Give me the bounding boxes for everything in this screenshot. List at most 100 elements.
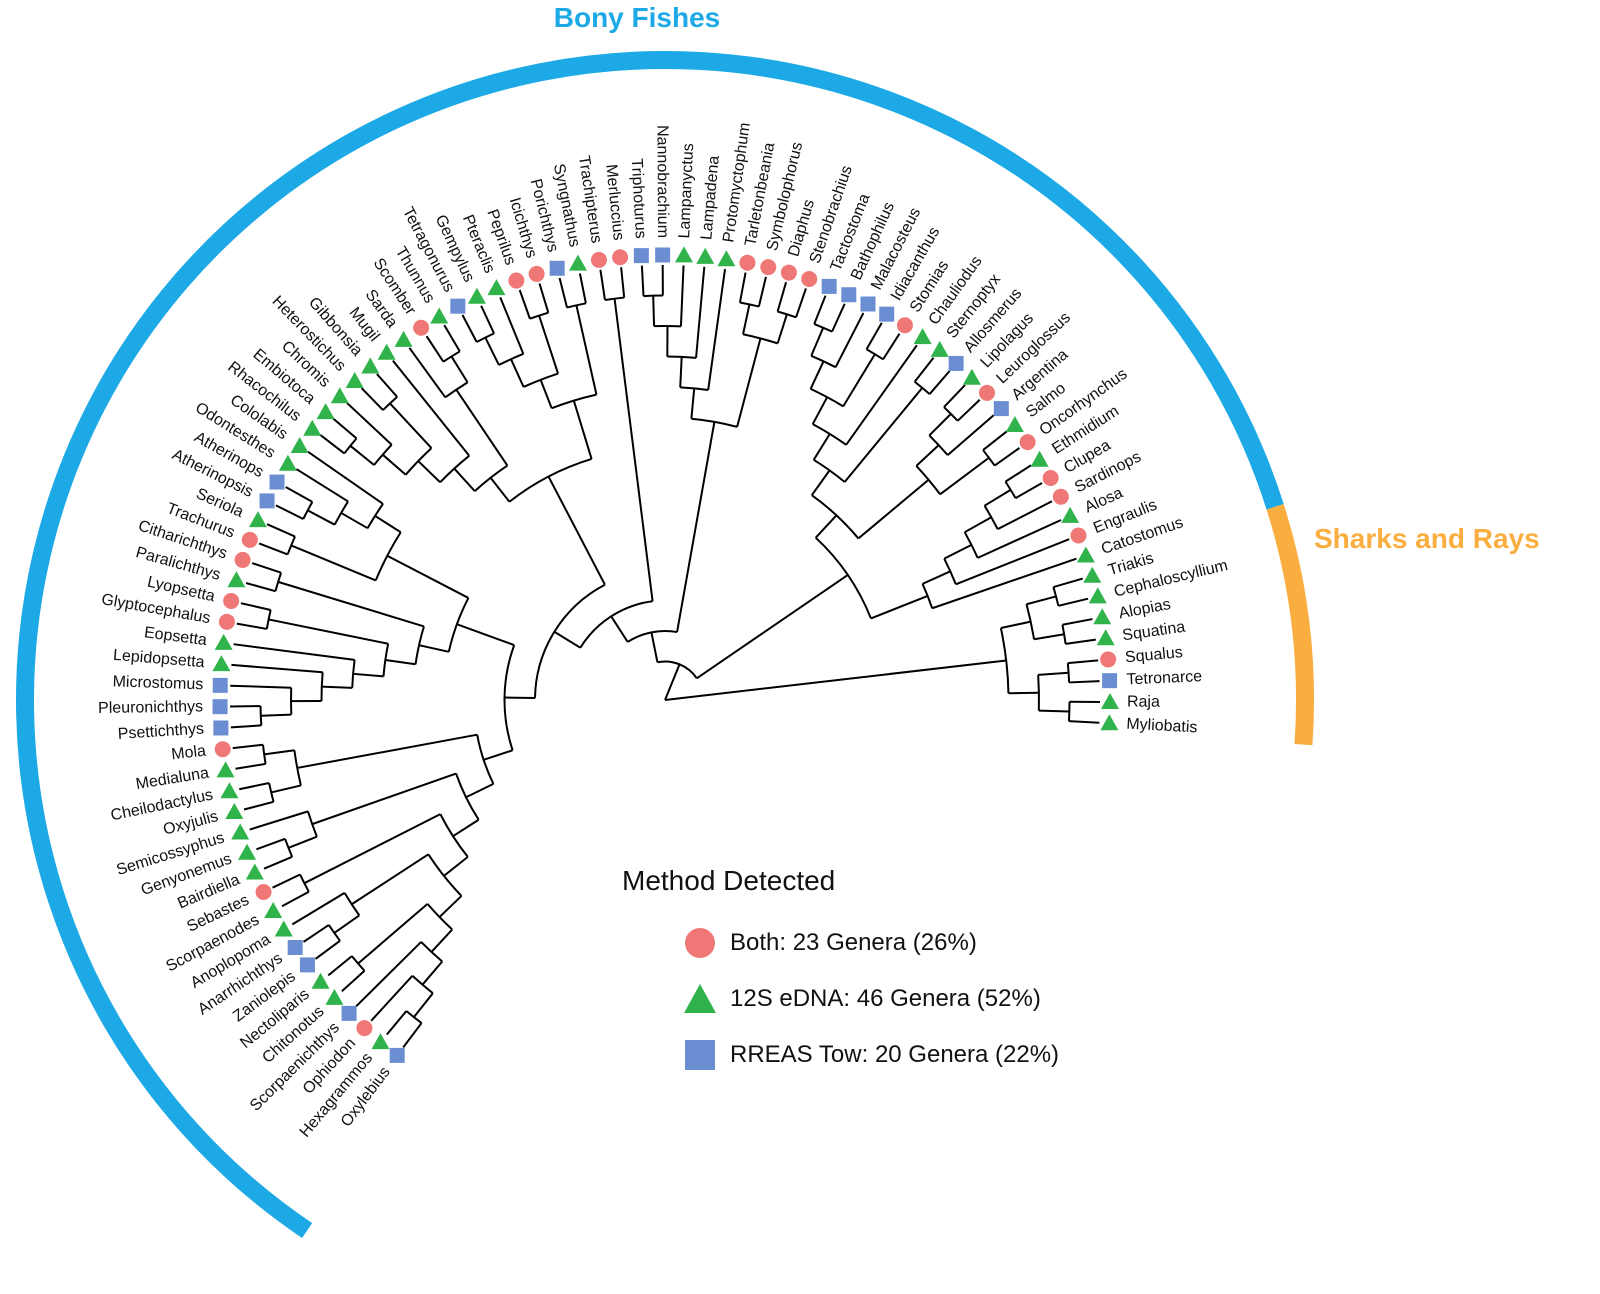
marker-tarletonbeania [739,254,756,271]
marker-seriola [248,511,267,528]
marker-pteraclis [487,279,506,296]
marker-raja [1100,692,1119,709]
marker-diaphus [780,264,797,281]
marker-microstomus [212,677,228,693]
marker-zaniolepis [299,957,315,973]
legend-item-rreas-tow: RREAS Tow: 20 Genera (22%) [622,1027,1059,1083]
marker-symbolophorus [760,259,777,276]
marker-eopsetta [214,633,233,650]
marker-hexagrammos [371,1033,390,1050]
legend-item-both: Both: 23 Genera (26%) [622,915,1059,971]
marker-merluccius [612,249,629,266]
marker-embiotoca [316,403,335,420]
marker-odontesthes [278,454,297,471]
tip-label-microstomus: Microstomus [112,673,203,693]
marker-heterostichus [345,372,364,389]
marker-triakis [1083,566,1102,583]
marker-alopias [1093,608,1112,625]
legend-title: Method Detected [622,865,836,896]
clade-label-sharks-and-rays: Sharks and Rays [1314,523,1540,554]
marker-gibbonsia [361,357,380,374]
marker-salmo [1005,416,1024,433]
marker-bairdiella [245,863,264,880]
marker-oxylebius [389,1047,405,1063]
tip-label-raja: Raja [1127,694,1160,711]
marker-tetronarce [1102,673,1118,689]
tip-label-eopsetta: Eopsetta [143,624,208,649]
clade-arcs [16,51,1314,1239]
marker-ophiodon [356,1020,373,1037]
marker-glyptocephalus [218,613,235,630]
marker-leuroglossus [978,384,995,401]
marker-peprilus [508,272,525,289]
tip-label-squalus: Squalus [1124,644,1183,666]
marker-atherinops [269,474,285,490]
marker-scorpaenichthys [341,1005,357,1021]
tree-branches [230,265,1101,1049]
marker-lampanyctus [674,246,693,263]
clade-label-bony-fishes: Bony Fishes [554,2,720,33]
marker-lyopsetta [223,592,240,609]
legend-label-12s-edna: 12S eDNA: 46 Genera (52%) [730,985,1041,1012]
marker-allosmerus [948,355,964,371]
marker-clupea [1042,469,1059,486]
legend-label-rreas-tow: RREAS Tow: 20 Genera (22%) [730,1041,1060,1068]
legend: Method Detected Both: 23 Genera (26%) 12… [622,865,1059,1083]
marker-oncorhynchus [1019,434,1036,451]
marker-tetragonurus [450,298,466,314]
marker-cololabis [290,436,309,453]
marker-scorpaenodes [264,901,283,918]
marker-paralichthys [227,571,246,588]
marker-stenobrachius [801,271,818,288]
clade-arc-bony-fishes [16,51,1284,1239]
marker-myliobatis [1100,714,1119,731]
marker-protomyctophum [717,250,736,267]
marker-mugil [377,343,396,360]
marker-squatina [1096,629,1115,646]
marker-bathophilus [841,287,857,303]
tip-label-alopias: Alopias [1117,596,1172,622]
square-icon [685,1040,715,1070]
legend-item-12s-edna: 12S eDNA: 46 Genera (52%) [622,971,1059,1027]
marker-ethmidium [1030,450,1049,467]
marker-lipolagus [962,368,981,385]
marker-pleuronichthys [212,699,228,715]
marker-scomber [413,319,430,336]
marker-cheilodactylus [220,782,239,799]
marker-genyonemus [238,843,257,860]
marker-sardinops [1052,488,1069,505]
marker-nectoliparis [311,972,330,989]
tip-label-merluccius: Merluccius [602,163,627,241]
clade-arc-sharks-and-rays [1266,503,1314,746]
marker-oxyjulis [225,803,244,820]
tip-label-triphoturus: Triphoturus [628,158,649,239]
tip-label-tetronarce: Tetronarce [1126,668,1202,688]
legend-label-both: Both: 23 Genera (26%) [730,929,977,956]
marker-sebastes [255,883,272,900]
marker-semicossyphus [231,823,250,840]
marker-porichthys [549,260,565,276]
marker-lampadena [696,247,715,264]
marker-sternoptyx [930,340,949,357]
tip-label-mola: Mola [170,743,206,764]
marker-chauliodus [913,328,932,345]
marker-squalus [1100,651,1117,668]
tip-label-psettichthys: Psettichthys [117,721,204,743]
marker-idiacanthus [879,306,895,322]
marker-trachipterus [590,251,607,268]
marker-malacosteus [860,296,876,312]
marker-catostomus [1076,546,1095,563]
tip-label-myliobatis: Myliobatis [1126,716,1198,737]
marker-chitonotus [325,988,344,1005]
marker-citharichthys [234,551,251,568]
marker-stomias [896,317,913,334]
marker-cephaloscyllium [1088,587,1107,604]
tip-label-pleuronichthys: Pleuronichthys [98,698,203,717]
marker-triphoturus [633,248,649,264]
tip-label-lepidopsetta: Lepidopsetta [112,647,205,671]
marker-engraulis [1070,527,1087,544]
marker-syngnathus [568,254,587,271]
marker-sarda [394,330,413,347]
marker-tactostoma [821,278,837,294]
